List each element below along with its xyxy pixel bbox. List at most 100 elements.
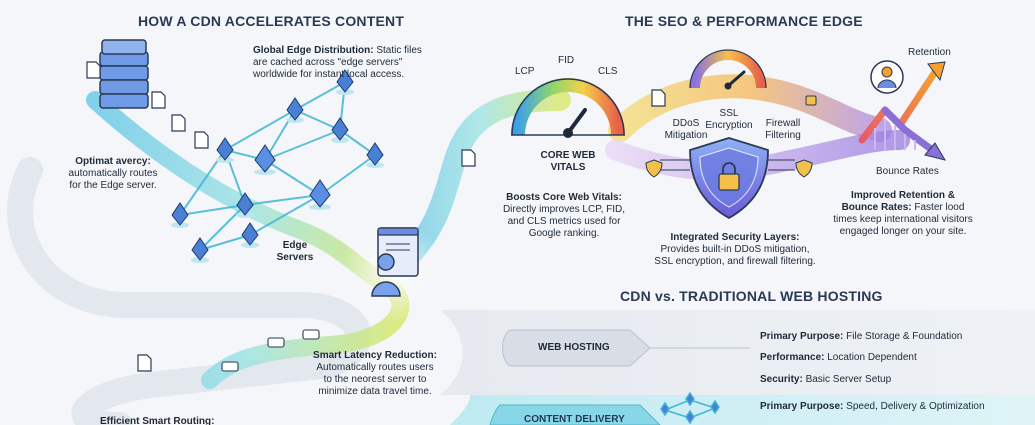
global-edge-body-2: are cached across "edge servers" — [253, 57, 403, 68]
edge-node — [236, 192, 254, 218]
smart-latency-heading: Smart Latency Reduction: — [313, 350, 437, 361]
ddos-line-1: DDoS — [672, 118, 700, 129]
row-value: Basic Server Setup — [802, 374, 892, 385]
cdn-row-purpose: Primary Purpose: Speed, Delivery & Optim… — [760, 401, 985, 412]
cdn-mini-network-icon — [660, 391, 720, 425]
boosts-line-2: Directly improves LCP, FID, — [502, 204, 626, 215]
improved-retention-caption: Improved Retention & Bounce Rates: Faste… — [818, 190, 988, 238]
web-hosting-row-performance: Performance: Location Dependent — [760, 352, 917, 363]
document-icon — [461, 149, 476, 167]
document-icon — [171, 114, 186, 132]
cdn-label: CONTENT DELIVERY — [524, 414, 625, 425]
improved-line-4: engaged longer on your site. — [839, 226, 967, 237]
smart-latency-line-2: Automatically routes users — [316, 362, 434, 373]
improved-heading-1: Improved Retention & — [851, 190, 955, 201]
smart-latency-caption: Smart Latency Reduction: Automatically r… — [305, 350, 445, 398]
global-edge-caption: Global Edge Distribution: Static files a… — [253, 45, 443, 81]
boosts-heading: Boosts Core Web Vitals: — [506, 192, 622, 203]
improved-heading-2: Bounce Rates: — [841, 202, 912, 213]
edge-node — [366, 142, 384, 168]
ddos-label: DDoS Mitigation — [656, 118, 716, 142]
boosts-line-3: and CLS metrics used for — [507, 216, 621, 227]
ddos-line-2: Mitigation — [664, 130, 708, 141]
packet-icon — [267, 337, 285, 348]
edge-node — [331, 117, 349, 143]
shield-badge-icon — [795, 159, 813, 178]
row-value: Speed, Delivery & Optimization — [843, 401, 985, 412]
lcp-label: LCP — [515, 66, 535, 77]
web-hosting-row-purpose: Primary Purpose: File Storage & Foundati… — [760, 331, 962, 342]
document-icons — [86, 61, 666, 372]
edge-server-nodes — [171, 69, 384, 263]
firewall-line-1: Firewall — [765, 118, 801, 129]
web-hosting-row-security: Security: Basic Server Setup — [760, 374, 891, 385]
row-value: File Storage & Foundation — [843, 331, 963, 342]
origin-server-icon — [99, 39, 149, 109]
web-hosting-label: WEB HOSTING — [538, 342, 610, 353]
optimal-caption: Optimat avercy: automatically routes for… — [58, 156, 168, 192]
retention-growth-icon — [858, 61, 947, 161]
shield-badge-icons — [645, 95, 817, 178]
improved-line-3: times keep international visitors — [833, 214, 973, 225]
optimal-line-2: automatically routes — [68, 168, 158, 179]
document-icon — [194, 131, 209, 149]
edge-servers-label: Edge Servers — [265, 240, 325, 264]
row-key: Primary Purpose: — [760, 331, 844, 342]
packet-icons — [221, 329, 320, 372]
performance-gauge — [689, 49, 767, 90]
edge-node — [171, 202, 189, 228]
document-icon — [651, 89, 666, 107]
security-shield-icon — [660, 137, 795, 220]
row-key: Primary Purpose: — [760, 401, 844, 412]
shield-badge-icon — [645, 159, 663, 178]
edge-servers-line-2: Servers — [276, 252, 314, 263]
document-icon — [137, 354, 152, 372]
smart-latency-line-3: to the neorest server to — [323, 374, 427, 385]
global-edge-heading: Global Edge Distribution: — [253, 45, 374, 56]
row-key: Security: — [760, 374, 803, 385]
edge-node — [254, 144, 276, 175]
edge-node — [309, 179, 331, 210]
global-edge-body: Static files — [373, 45, 422, 56]
global-edge-body-3: worldwide for instant local access. — [253, 69, 405, 80]
edge-node — [191, 237, 209, 263]
bounce-rates-label: Bounce Rates — [876, 166, 939, 177]
left-section-title: HOW A CDN ACCELERATES CONTENT — [138, 13, 405, 29]
user-browser-icon — [371, 227, 419, 297]
improved-body: Faster lood — [911, 202, 965, 213]
core-web-vitals-line-2: VITALS — [550, 162, 586, 173]
edge-node — [286, 97, 304, 123]
document-icon — [151, 91, 166, 109]
row-value: Location Dependent — [824, 352, 917, 363]
optimal-heading: Optimat avercy: — [75, 156, 151, 167]
edge-servers-line-1: Edge — [282, 240, 308, 251]
background-loop-path — [7, 157, 372, 425]
right-section-title: THE SEO & PERFORMANCE EDGE — [625, 13, 863, 29]
efficient-routing-caption: Efficient Smart Routing: — [100, 416, 215, 425]
visitor-avatar-icon — [870, 60, 904, 94]
integrated-security-heading: Integrated Security Layers: — [670, 232, 800, 243]
boosts-caption: Boosts Core Web Vitals: Directly improve… — [490, 192, 638, 240]
packet-icon — [221, 361, 239, 372]
fid-label: FID — [558, 55, 575, 66]
document-icon — [86, 61, 101, 79]
edge-node — [336, 69, 354, 95]
integrated-security-line-2: Provides built-in DDoS mitigation, — [660, 244, 810, 255]
cls-label: CLS — [598, 66, 618, 77]
security-flow-path — [605, 130, 910, 181]
core-web-vitals-line-1: CORE WEB — [540, 150, 596, 161]
lock-badge-icon — [805, 95, 817, 106]
integrated-security-line-3: SSL encryption, and firewall filtering. — [654, 256, 816, 267]
web-hosting-pill — [502, 329, 651, 367]
optimal-line-3: for the Edge server. — [69, 180, 157, 191]
smart-latency-line-4: minimize data travel time. — [318, 386, 432, 397]
edge-node — [241, 222, 259, 248]
edge-node — [216, 137, 234, 163]
seo-flow-path — [389, 89, 571, 276]
integrated-security-caption: Integrated Security Layers: Provides bui… — [640, 232, 830, 268]
firewall-label: Firewall Filtering — [755, 118, 811, 142]
row-key: Performance: — [760, 352, 825, 363]
firewall-line-2: Filtering — [765, 130, 801, 141]
ssl-label: SSL Encryption — [700, 108, 758, 132]
core-web-vitals-label: CORE WEB VITALS — [530, 150, 606, 174]
